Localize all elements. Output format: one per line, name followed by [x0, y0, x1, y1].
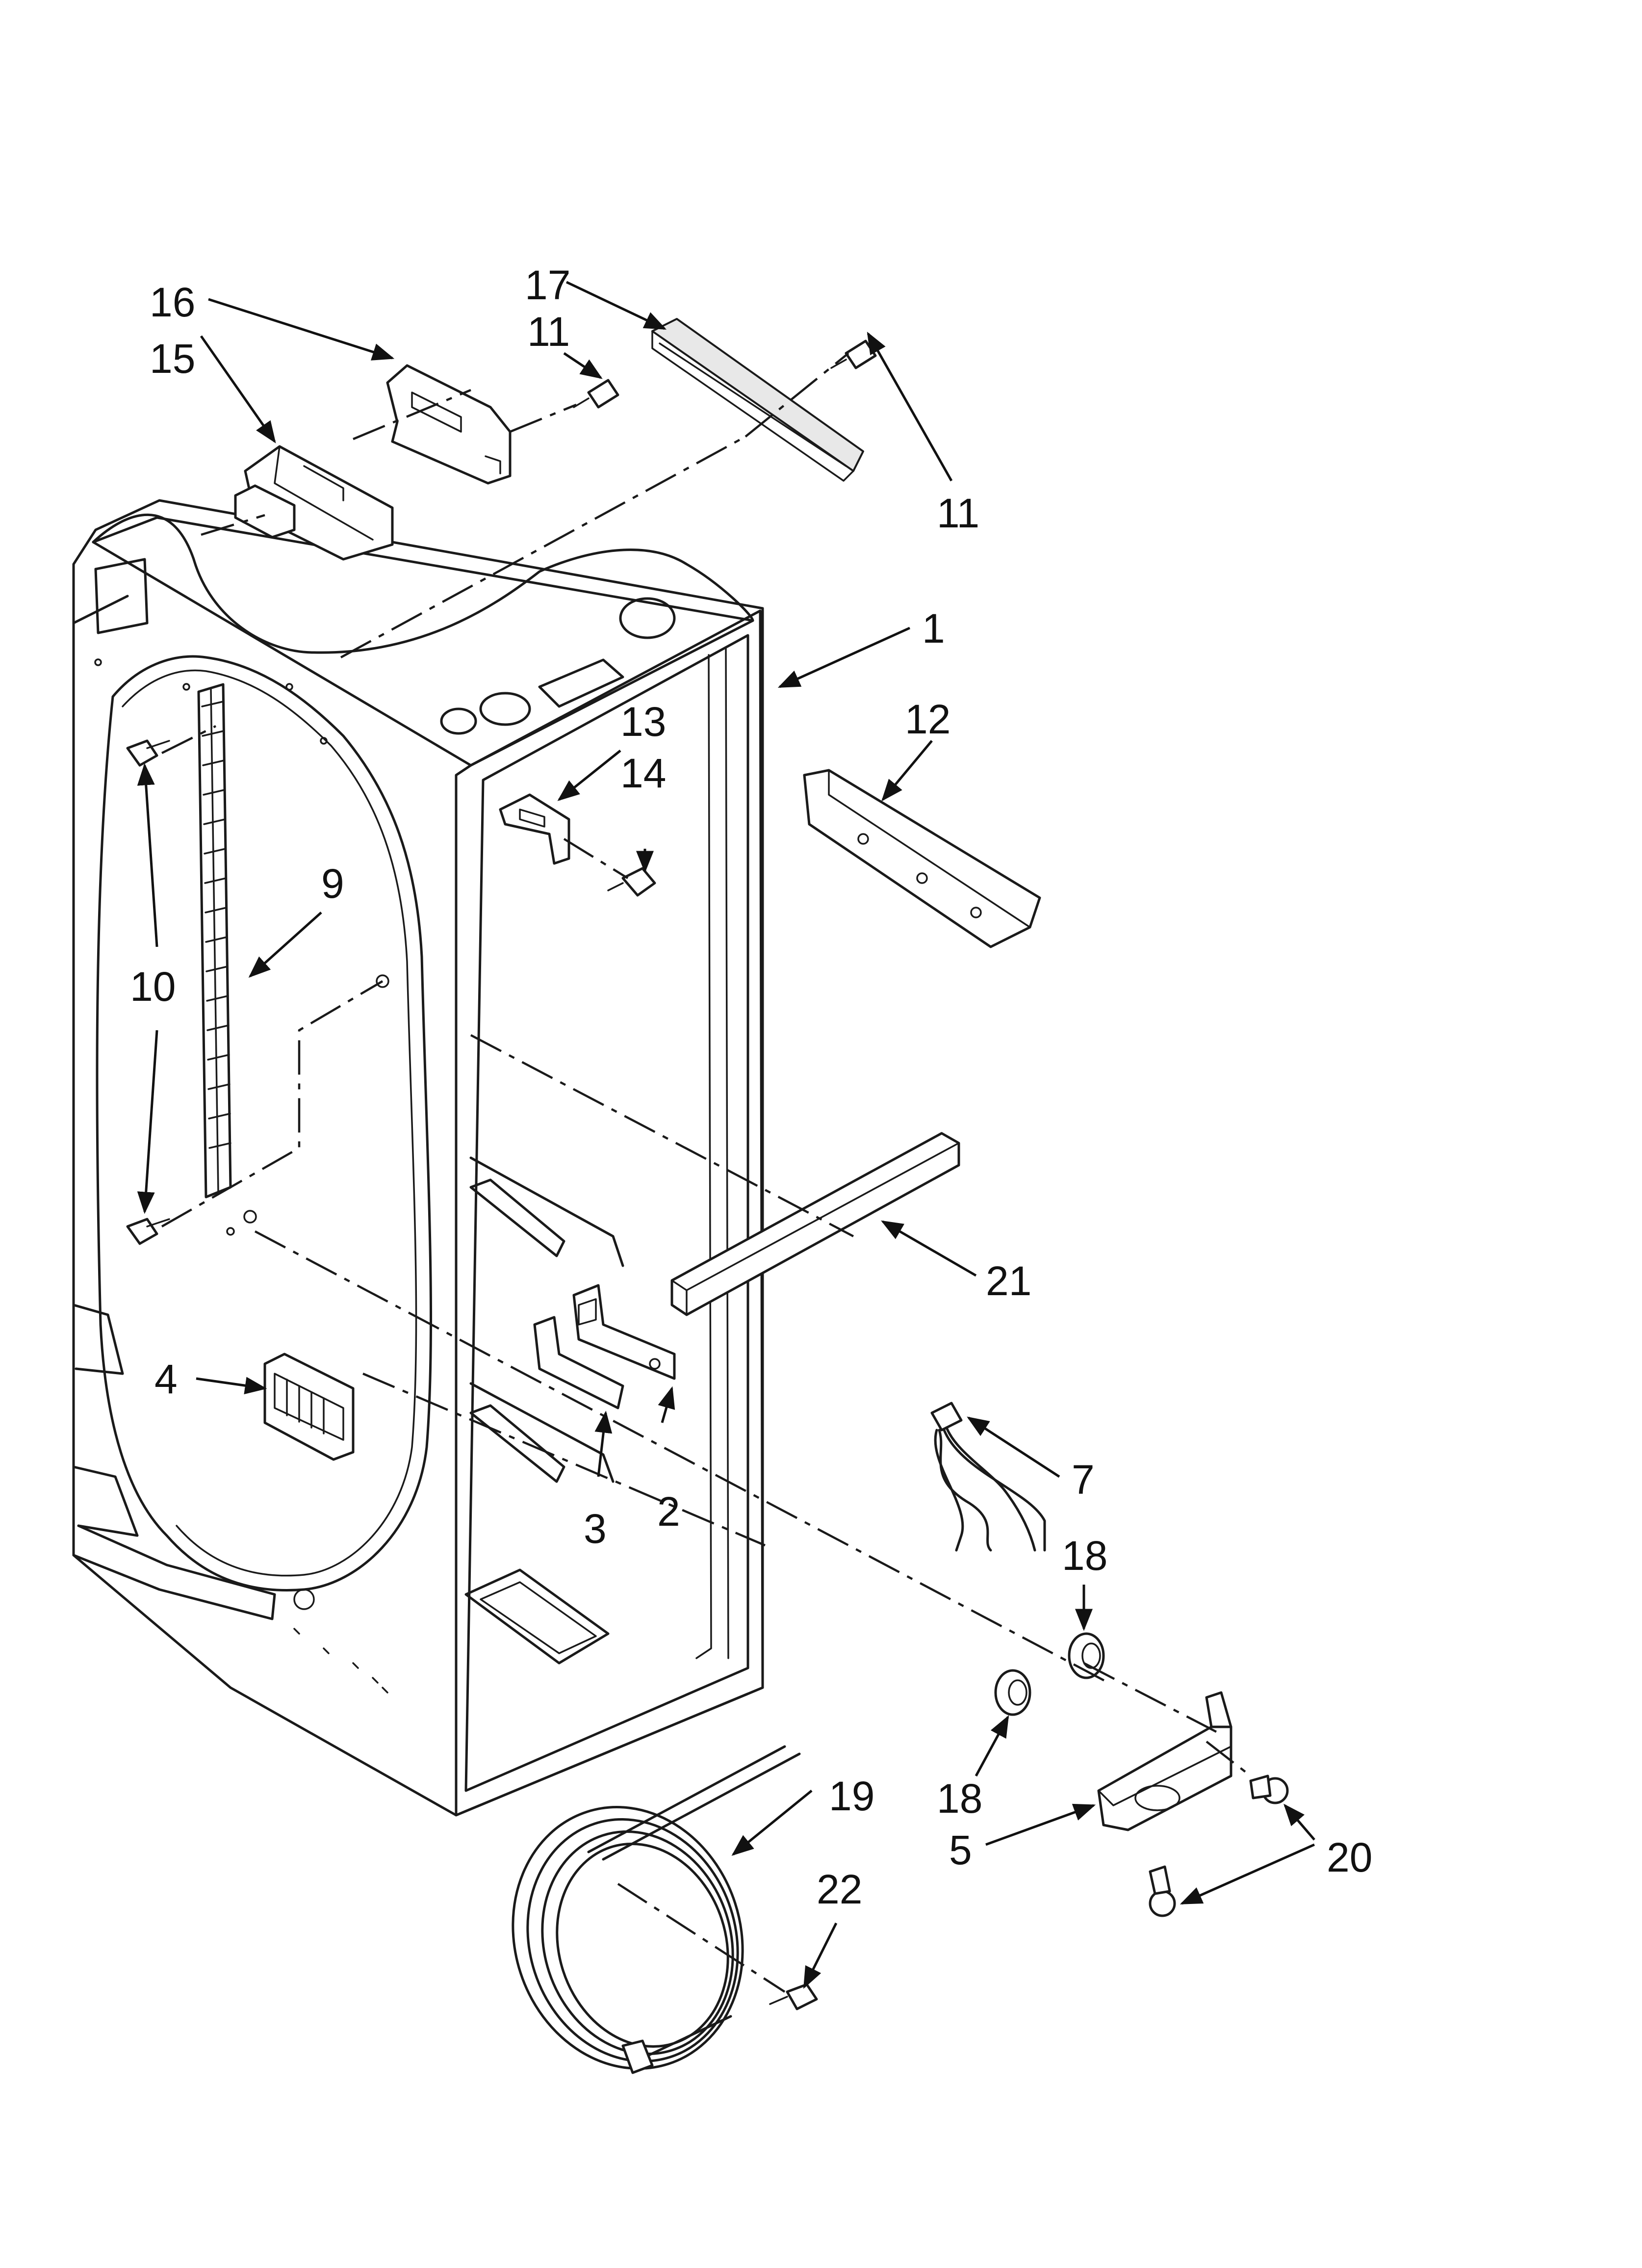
callout-2: 2 [657, 1488, 680, 1535]
part-18-bushings [994, 1632, 1105, 1716]
callout-17: 17 [525, 262, 570, 308]
part-13-clip [499, 793, 570, 865]
part-15-housing [234, 445, 394, 561]
part-17-channel [651, 318, 864, 482]
callout-labels: 1 2 3 4 5 7 9 10 11 11 12 13 14 15 16 17… [130, 262, 1372, 1912]
callout-20: 20 [1327, 1834, 1372, 1880]
callout-11-right: 11 [937, 490, 979, 536]
callout-13: 13 [620, 699, 666, 745]
callout-12: 12 [905, 696, 950, 742]
callout-22: 22 [817, 1866, 862, 1912]
part-21-bar [670, 1132, 960, 1316]
callout-10: 10 [130, 964, 176, 1010]
part-2-bracket [572, 1284, 676, 1380]
cabinet-liner [72, 499, 764, 1817]
part-20-screws [1149, 1774, 1289, 1917]
part-5-hinge [1097, 1691, 1232, 1831]
callout-11-top: 11 [527, 309, 570, 355]
part-14-screw [607, 867, 656, 897]
part-22-screw [769, 1983, 818, 2010]
callout-18-left: 18 [937, 1775, 982, 1822]
part-3-bracket [533, 1316, 624, 1409]
part-12-bracket [803, 769, 1041, 948]
callout-14: 14 [620, 750, 666, 796]
callout-9: 9 [321, 860, 344, 907]
callout-3: 3 [584, 1506, 607, 1552]
part-10-screws [126, 739, 170, 1245]
callout-18-right: 18 [1062, 1533, 1107, 1579]
callout-19: 19 [829, 1773, 874, 1819]
part-7-wire-harness [930, 1402, 1046, 1552]
callout-15: 15 [150, 336, 195, 382]
callout-leaders [137, 281, 1315, 1989]
callout-5: 5 [949, 1827, 972, 1873]
callout-21: 21 [986, 1258, 1031, 1304]
callout-16: 16 [150, 279, 195, 325]
callout-4: 4 [154, 1356, 178, 1402]
callout-1: 1 [922, 605, 945, 652]
part-9-rail [197, 683, 232, 1199]
callout-7: 7 [1072, 1457, 1095, 1503]
part-4-grille [263, 1353, 355, 1461]
part-19-tube [512, 1745, 801, 2074]
part-16-bracket [386, 364, 512, 485]
alignment-lines [161, 352, 1252, 1993]
